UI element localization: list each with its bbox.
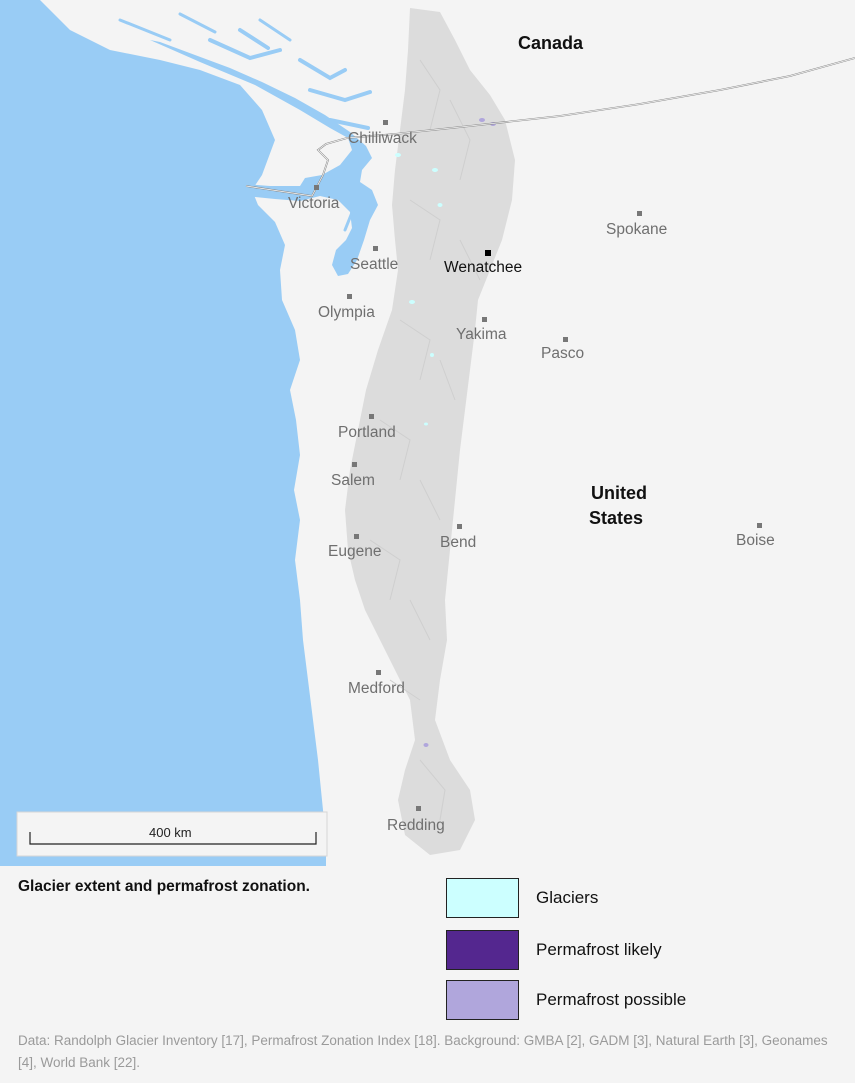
city-marker-medford — [376, 670, 381, 675]
legend-swatch-glaciers — [446, 878, 519, 918]
international-border-inner — [245, 57, 855, 197]
city-marker-seattle — [373, 246, 378, 251]
map-panel: Canada United States Chilliwack Victoria… — [0, 0, 855, 866]
country-label-canada: Canada — [518, 33, 584, 53]
city-marker-pasco — [563, 337, 568, 342]
scale-bar: 400 km — [16, 811, 328, 857]
legend-panel: Glacier extent and permafrost zonation. … — [0, 866, 855, 1020]
city-marker-redding — [416, 806, 421, 811]
glacier-spots — [395, 153, 443, 426]
inlet-2 — [118, 12, 367, 252]
pacific-ocean — [0, 0, 326, 866]
city-marker-eugene — [354, 534, 359, 539]
city-label-boise: Boise — [736, 532, 775, 549]
city-marker-bend — [457, 524, 462, 529]
source-note: Data: Randolph Glacier Inventory [17], P… — [18, 1033, 828, 1070]
legend-item-permafrost-likely: Permafrost likely — [446, 930, 826, 970]
city-marker-portland — [369, 414, 374, 419]
scale-bar-box — [16, 811, 328, 857]
city-label-portland: Portland — [338, 424, 396, 441]
city-label-salem: Salem — [331, 472, 375, 489]
legend-title: Glacier extent and permafrost zonation. — [18, 878, 310, 895]
legend-label-permafrost-possible: Permafrost possible — [536, 990, 687, 1009]
city-label-spokane: Spokane — [606, 221, 667, 238]
city-label-eugene: Eugene — [328, 543, 381, 560]
legend-swatch-permafrost-possible — [446, 980, 519, 1020]
city-label-bend: Bend — [440, 534, 476, 551]
legend-label-permafrost-likely: Permafrost likely — [536, 940, 662, 959]
city-label-redding: Redding — [387, 817, 445, 834]
city-marker-victoria — [314, 185, 319, 190]
city-label-seattle: Seattle — [350, 256, 398, 273]
cascade-mountains — [345, 8, 515, 855]
city-label-victoria: Victoria — [288, 195, 340, 212]
city-label-yakima: Yakima — [456, 326, 507, 343]
legend-item-glaciers: Glaciers — [446, 878, 826, 918]
city-label-medford: Medford — [348, 680, 405, 697]
city-label-pasco: Pasco — [541, 345, 584, 362]
map-canvas: Canada United States Chilliwack Victoria… — [0, 0, 855, 866]
city-label-olympia: Olympia — [318, 304, 375, 321]
city-label-chilliwack: Chilliwack — [348, 130, 417, 147]
country-label-united-states-line1: United — [591, 483, 647, 503]
scale-bar-line — [29, 832, 317, 845]
city-label-wenatchee: Wenatchee — [444, 259, 522, 276]
salish-sea — [150, 40, 378, 276]
legend-item-permafrost-possible: Permafrost possible — [446, 980, 826, 1020]
city-marker-wenatchee — [485, 250, 491, 256]
country-label-united-states-line2: States — [589, 508, 643, 528]
legend-label-glaciers: Glaciers — [536, 888, 599, 907]
city-marker-boise — [757, 523, 762, 528]
city-marker-olympia — [347, 294, 352, 299]
inlet-1 — [208, 28, 372, 130]
city-markers — [314, 120, 762, 811]
scale-bar-label: 400 km — [149, 825, 192, 840]
mountain-relief — [369, 59, 481, 821]
city-marker-spokane — [637, 211, 642, 216]
city-marker-yakima — [482, 317, 487, 322]
city-marker-chilliwack — [383, 120, 388, 125]
city-marker-salem — [352, 462, 357, 467]
legend-swatch-permafrost-likely — [446, 930, 519, 970]
